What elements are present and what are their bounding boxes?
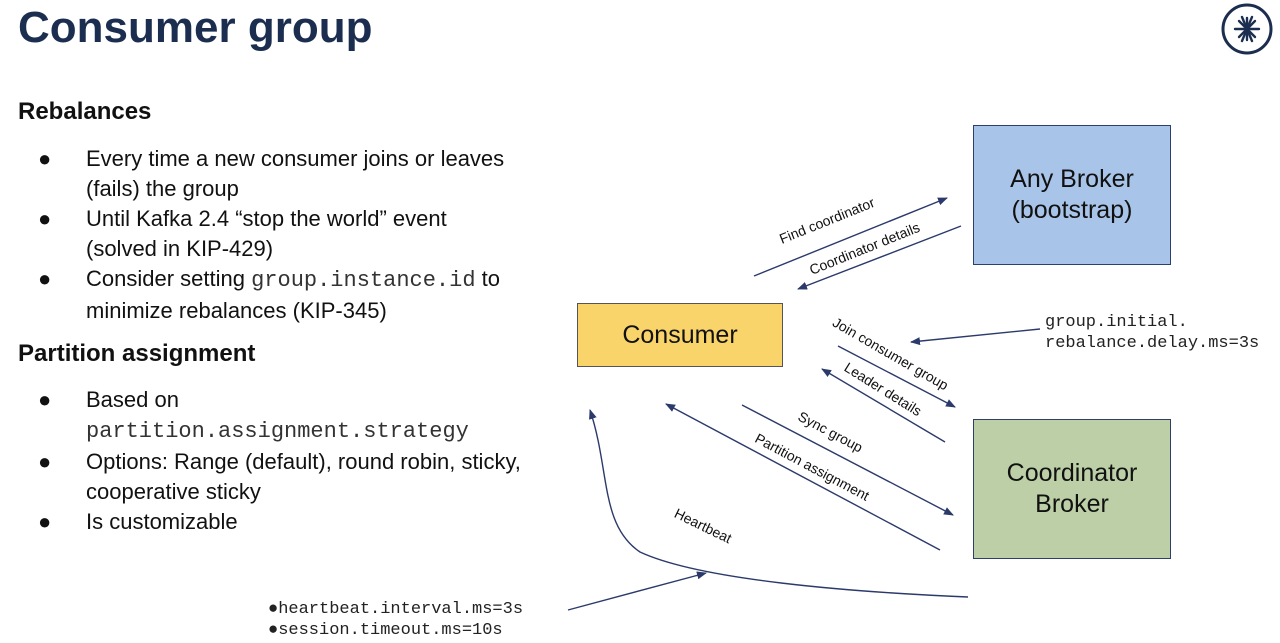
- list-item: ● Consider setting group.instance.id to …: [38, 266, 500, 323]
- bullet-icon: ●: [38, 449, 52, 474]
- bullet-icon: ●: [38, 509, 52, 534]
- config-code: partition.assignment.strategy: [86, 419, 469, 444]
- heartbeat-interval-config: ●heartbeat.interval.ms=3s: [268, 600, 524, 619]
- rebalances-list: ● Every time a new consumer joins or lea…: [0, 144, 580, 326]
- list-item: ● Options: Range (default), round robin,…: [38, 449, 521, 504]
- list-item: ● Every time a new consumer joins or lea…: [38, 146, 505, 201]
- session-timeout-config: ●session.timeout.ms=10s: [268, 621, 503, 640]
- config-code: group.instance.id: [251, 268, 476, 293]
- sync-group-arrow: [741, 404, 954, 516]
- page-title: Consumer group: [18, 3, 373, 52]
- heartbeat-arrow: [589, 409, 969, 598]
- consumer-node: Consumer: [577, 303, 783, 367]
- initial-rebalance-delay-config: group.initial. rebalance.delay.ms=3s: [1045, 313, 1260, 353]
- list-item: ● Until Kafka 2.4 “stop the world” event…: [38, 206, 447, 261]
- heartbeat-config-pointer-arrow: [567, 571, 707, 611]
- partition-assignment-heading: Partition assignment: [18, 340, 256, 367]
- bullet-icon: ●: [38, 266, 52, 291]
- confluent-logo-icon: [1221, 3, 1273, 55]
- initial-delay-pointer-arrow: [910, 328, 1041, 346]
- bullet-icon: ●: [38, 206, 52, 231]
- list-item: ● Is customizable: [0, 507, 580, 537]
- bullet-icon: ●: [38, 387, 52, 412]
- heartbeat-label: Heartbeat: [671, 505, 735, 547]
- join-consumer-group-label: Join consumer group: [830, 314, 952, 394]
- any-broker-node: Any Broker (bootstrap): [973, 125, 1171, 265]
- partition-assignment-list: ● Based on partition.assignment.strategy…: [0, 385, 580, 537]
- list-item: ● Based on partition.assignment.strategy: [38, 387, 469, 444]
- coordinator-broker-node: Coordinator Broker: [973, 419, 1171, 559]
- heartbeat-session-configs: ●heartbeat.interval.ms=3s ●session.timeo…: [268, 599, 523, 641]
- sync-group-label: Sync group: [795, 408, 866, 456]
- bullet-icon: ●: [38, 146, 52, 171]
- find-coordinator-label: Find coordinator: [777, 194, 877, 247]
- rebalances-heading: Rebalances: [18, 98, 152, 125]
